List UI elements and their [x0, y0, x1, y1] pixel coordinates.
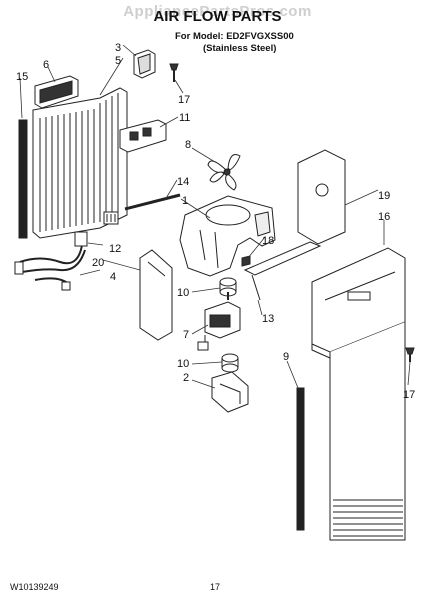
part-9-gasket[interactable]: [296, 387, 305, 531]
part-11-control-bracket[interactable]: [119, 119, 167, 153]
callout-11: 11: [179, 112, 190, 124]
callout-9: 9: [283, 351, 289, 363]
callout-2: 2: [183, 372, 189, 384]
callout-17-top: 17: [178, 94, 190, 106]
callout-10-top: 10: [177, 287, 189, 299]
callout-19: 19: [378, 190, 390, 202]
callout-8: 8: [185, 139, 191, 151]
part-8-fan-blade[interactable]: [207, 154, 241, 191]
callout-7: 7: [183, 329, 189, 341]
model-line: For Model: ED2FVGXSS00: [175, 31, 294, 42]
part-14-thermistor[interactable]: [103, 193, 181, 225]
callout-14: 14: [177, 176, 189, 188]
part-17-screw-top[interactable]: [169, 63, 179, 82]
callout-13: 13: [262, 313, 274, 325]
diagram-title: AIR FLOW PARTS: [153, 8, 282, 25]
part-10-grommet-top[interactable]: [219, 277, 237, 300]
callout-5: 5: [115, 55, 121, 67]
callout-1: 1: [182, 195, 188, 207]
callout-6: 6: [43, 59, 49, 71]
finish-line: (Stainless Steel): [203, 43, 277, 54]
callout-4: 4: [110, 271, 116, 283]
callout-10-bottom: 10: [177, 358, 189, 370]
part-5-duct-panel[interactable]: [32, 87, 128, 239]
callout-18: 18: [262, 235, 274, 247]
part-7-fan-motor[interactable]: [197, 301, 241, 351]
part-12-wire-harness[interactable]: [14, 231, 88, 291]
part-3-bracket[interactable]: [133, 49, 156, 79]
part-13-bracket[interactable]: [243, 241, 322, 301]
part-16-cover-panel[interactable]: [311, 247, 406, 541]
part-2-motor-bracket[interactable]: [211, 371, 249, 413]
callout-12: 12: [109, 243, 121, 255]
callout-20: 20: [92, 257, 104, 269]
part-6-damper-housing[interactable]: [34, 75, 79, 109]
callout-16: 16: [378, 211, 390, 223]
page-number: 17: [210, 582, 221, 592]
callout-3: 3: [115, 42, 121, 54]
part-10-grommet-bottom[interactable]: [221, 353, 239, 373]
part-15-gasket[interactable]: [18, 119, 28, 239]
part-18-screw[interactable]: [241, 255, 251, 267]
callout-17-bottom: 17: [403, 389, 415, 401]
watermark-text: AppliancePartsPros.com: [123, 3, 312, 20]
part-19-back-panel[interactable]: [297, 149, 346, 245]
part-1-fan-housing[interactable]: [179, 195, 276, 277]
part-17-screw-bottom[interactable]: [405, 347, 415, 362]
part-20-side-duct[interactable]: [139, 249, 173, 341]
document-number: W10139249: [10, 582, 59, 592]
callout-15: 15: [16, 71, 28, 83]
